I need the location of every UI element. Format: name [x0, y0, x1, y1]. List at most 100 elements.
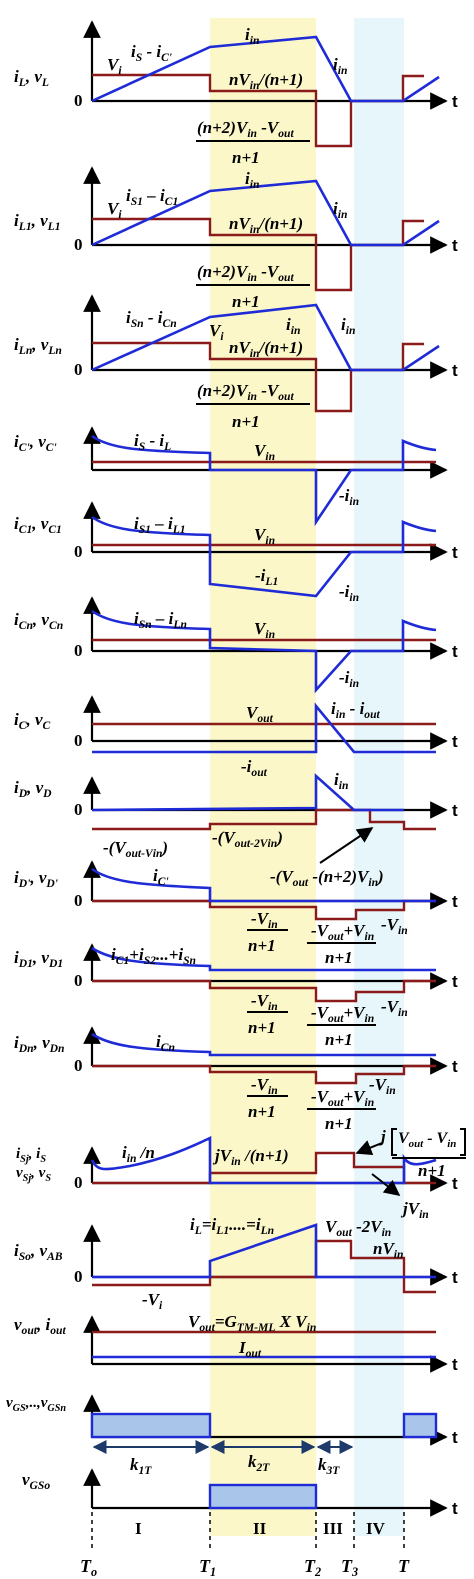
panel-iC1-vC1: iC1​, vC1​ 0 t iS1​ – iL1​ Vin​ -iL1​ -i… [14, 501, 458, 604]
label-vout: Vout​ [246, 703, 274, 725]
label-iout: Iout​ [238, 1338, 262, 1360]
interval-IV: IV [366, 1519, 386, 1538]
label-isn-icn: iSn​ - iCn​ [126, 308, 177, 330]
fraction2-numerator: -Vout​+Vin​ [311, 921, 374, 943]
label-vi: Vi​ [209, 321, 224, 343]
zero-label: 0 [74, 235, 83, 254]
label-vout-gain: Vout​=GTM-ML​ X Vin​ [188, 1312, 316, 1334]
label-neg-vi: -Vi​ [142, 1290, 163, 1312]
t-axis-label: t [452, 732, 458, 751]
panel-iC-prime: iC'​, vC'​ iS​ - iL​ Vin​ -iin​ [14, 426, 448, 527]
t-axis-label: t [452, 642, 458, 661]
zero-label: 0 [74, 1173, 83, 1192]
ylabel-iD1-vD1: iD1​, vD1​ [14, 948, 63, 970]
label-jvin-over-n1: jVin​ /(n+1) [212, 1146, 289, 1168]
panel-iCn-vCn: iCn​, vCn​ 0 t iSn​ – iLn​ Vin​ -iin​ [14, 596, 458, 694]
label-ic-prime: iC'​ [153, 866, 169, 888]
label-vout-minus-2vin: Vout​ -2Vin​ [325, 1217, 391, 1239]
panel-iLn-vLn: iLn​, vLn​ 0 t iSn​ - iCn​ Vi​ iin​ iin​… [14, 294, 458, 431]
zero-label: 0 [74, 971, 83, 990]
ylabel-iCn-vCn: iCn​, vCn​ [14, 610, 63, 632]
label-neg-iin: -iin​ [339, 486, 359, 508]
t-axis-label: t [452, 543, 458, 562]
label-isn-iln: iSn​ – iLn​ [134, 609, 187, 631]
fraction2-denominator: n+1 [325, 948, 353, 967]
zero-label: 0 [74, 360, 83, 379]
fraction-denominator: n+1 [232, 292, 260, 311]
ylabel-iC-prime: iC'​, vC'​ [14, 432, 57, 454]
interval-II: II [253, 1519, 267, 1538]
label-vi: Vi​ [107, 199, 122, 221]
zero-label: 0 [74, 542, 83, 561]
ylabel-iC-vC: iC​, vC​ [14, 710, 51, 732]
label-neg-vin: -Vin​ [381, 997, 408, 1019]
gate-pulse-o [208, 1483, 318, 1510]
label-k2T: k2T​ [248, 1452, 270, 1474]
interval-II-shading [210, 18, 316, 1536]
t-axis-label: t [452, 1428, 458, 1447]
label-neg-vin: -Vin​ [381, 915, 408, 937]
time-T: T [398, 1556, 410, 1576]
label-vout-minus-vin: -(Vout-V​in​) [103, 838, 168, 860]
ylabel-iL1-vL1: iL1​, vL1​ [14, 211, 61, 233]
label-nvin: nVin​/(n+1) [229, 338, 303, 360]
label-is1-ic1: iS1​ – iC1​ [126, 186, 178, 208]
label-icn: iCn​ [156, 1032, 175, 1054]
label-neg-iout: -iout​ [241, 757, 268, 779]
ylabel-iD-prime: iD'​, vD'​ [14, 868, 58, 890]
label-j: j [378, 1127, 386, 1146]
panel-vGSo: k1T​ k2T​ k3T​ vGSo​ t [22, 1440, 458, 1518]
panel-iD-prime: iD'​, vD'​ 0 t iC'​ -Vin​ n+1 -Vout​+Vin… [14, 860, 458, 967]
interval-I: I [135, 1519, 142, 1538]
fraction1-numerator: -Vin​ [251, 909, 278, 931]
t-axis-label: t [452, 361, 458, 380]
label-iin-fall: iin​ [333, 55, 347, 77]
panel-iSo-vAB: iSo​, vAB​ 0 t iL​=iL1​....=iLn​ Vout​ -… [14, 1215, 458, 1312]
label-k3T: k3T​ [318, 1455, 340, 1477]
zero-label: 0 [74, 800, 83, 819]
label-current-sum: iC1​+iS2​...+iSn​ [111, 945, 196, 967]
ylabel-iLn-vLn: iLn​, vLn​ [14, 335, 62, 357]
fraction1-numerator: -Vin​ [251, 1075, 278, 1097]
zero-label: 0 [74, 1267, 83, 1286]
label-iin-top: iin​ [245, 169, 259, 191]
t-axis-label: t [452, 892, 458, 911]
gate-pulse-2 [402, 1412, 438, 1439]
label-is-ic: iS​ - iC'​ [131, 42, 172, 64]
t-axis-label: t [452, 1057, 458, 1076]
fraction-numerator: (n+2)Vin​ -Vout​ [197, 118, 294, 140]
label-jvin: jVin​ [400, 1199, 429, 1221]
fraction-denominator: n+1 [232, 412, 260, 431]
label-iin-minus-iout: iin​ - iout​ [331, 699, 381, 721]
label-is1-il1: iS1​ – iL1​ [134, 514, 186, 536]
panel-iD1-vD1: iD1​, vD1​ 0 t iC1​+iS2​...+iSn​ -Vin​ n… [14, 943, 458, 1049]
label-vin: Vin​ [254, 441, 275, 463]
panel-iD-vD: iD​, vD​ 0 t iin​ -(Vout-V​in​) -(Vout-2… [14, 770, 458, 889]
label-is-il: iS​ - iL​ [134, 431, 171, 453]
t-axis-label: t [452, 1174, 458, 1193]
interval-III: III [323, 1519, 343, 1538]
fraction1-denominator: n+1 [248, 1102, 276, 1121]
ylabel-vout-iout: vout​, iout​ [14, 1315, 66, 1337]
ylabel-vGS: vGS​,..,vGSn​ [6, 1395, 66, 1414]
label-vin: Vin​ [254, 525, 275, 547]
fraction2-numerator: -Vout​+Vin​ [311, 1087, 374, 1109]
label-neg-vin: -Vin​ [369, 1075, 396, 1097]
t-axis-label: t [452, 801, 458, 820]
label-bracket-expr: Vout​ - Vin​ [398, 1130, 456, 1150]
t-axis-label: t [452, 236, 458, 255]
label-il-equal: iL​=iL1​....=iLn​ [190, 1215, 274, 1237]
ylabel-iSj-iS: iSj​, iS​ [16, 1146, 46, 1165]
label-k1T: k1T​ [130, 1455, 152, 1477]
label-iin-top: iin​ [245, 25, 259, 47]
zero-label: 0 [74, 91, 83, 110]
time-T3: T3​ [341, 1556, 358, 1579]
label-vin: Vin​ [254, 619, 275, 641]
fraction1-denominator: n+1 [248, 1018, 276, 1037]
gate-pulse-1 [90, 1412, 212, 1439]
panel-iDn-vDn: iDn​, vDn​ 0 t iCn​ -Vin​ n+1 -Vout​+Vin… [14, 1026, 458, 1133]
t-axis-label: t [452, 1355, 458, 1374]
label-iin-fall: iin​ [333, 199, 347, 221]
